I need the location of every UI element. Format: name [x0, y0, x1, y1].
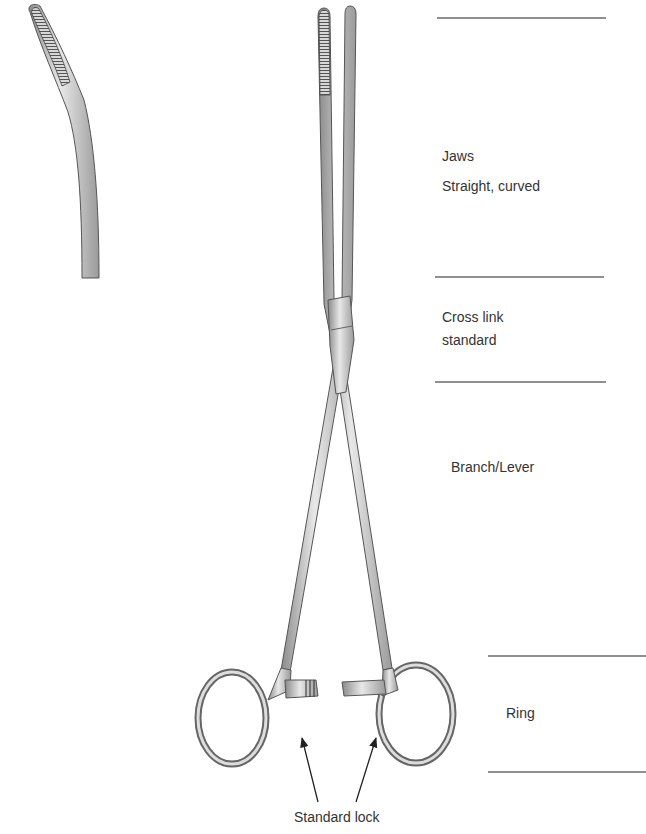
part-label: standard: [442, 332, 496, 349]
part-label: Cross link: [442, 309, 503, 326]
part-label: Jaws: [442, 148, 474, 165]
curved-jaw-inset: [29, 4, 99, 278]
leader-arrows: [302, 738, 376, 802]
part-label: Straight, curved: [442, 178, 540, 195]
part-label: Ring: [506, 705, 535, 722]
part-label: Standard lock: [294, 809, 380, 826]
separator-lines: [435, 18, 646, 772]
forceps-drawing: [198, 6, 453, 764]
part-label: Branch/Lever: [451, 459, 534, 476]
